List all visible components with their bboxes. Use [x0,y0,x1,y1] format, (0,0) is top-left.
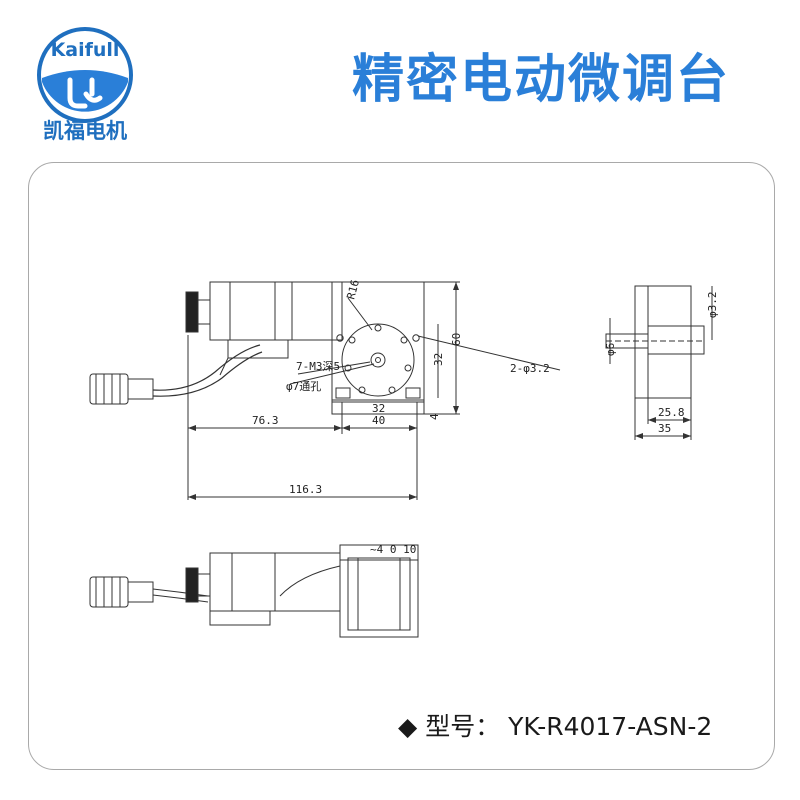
side-view [605,285,713,440]
model-line: ◆ 型号： YK-R4017-ASN-2 [398,707,712,747]
label-hole-phi7: φ7通孔 [286,380,321,393]
logo-brand-en: Kaifull [51,39,120,61]
dim-35: 35 [658,422,671,435]
kaifull-logo-icon: Kaifull 凯福电机 [37,27,133,143]
dim-phi3-2: φ3.2 [706,292,719,319]
label-holes-7: 7-M3深5 [296,360,340,373]
diamond-icon: ◆ [398,712,418,741]
label-holes-2: 2-φ3.2 [510,362,550,375]
model-label: 型号： [425,712,501,741]
brand-logo: Kaifull 凯福电机 [30,20,140,145]
dim-40: 40 [372,414,385,427]
front-view [89,544,419,638]
dim-4: 4 [428,413,441,420]
knob-icon [185,291,199,333]
dim-60: 60 [450,333,463,346]
logo-brand-cn: 凯福电机 [43,119,127,143]
dim-phi6: φ6 [604,343,617,356]
label-r16: R16 [344,278,362,301]
front-view-label: ~4 0 10 [370,543,416,556]
dim-25-8: 25.8 [658,406,685,419]
drawing-frame [28,162,775,770]
dim-32-vertical: 32 [432,353,445,366]
dim-76-3: 76.3 [252,414,279,427]
dim-116-3: 116.3 [289,483,322,496]
dim-32-horizontal: 32 [372,402,385,415]
page-title: 精密电动微调台 [352,50,731,110]
model-value: YK-R4017-ASN-2 [508,712,713,741]
top-view [89,281,561,500]
